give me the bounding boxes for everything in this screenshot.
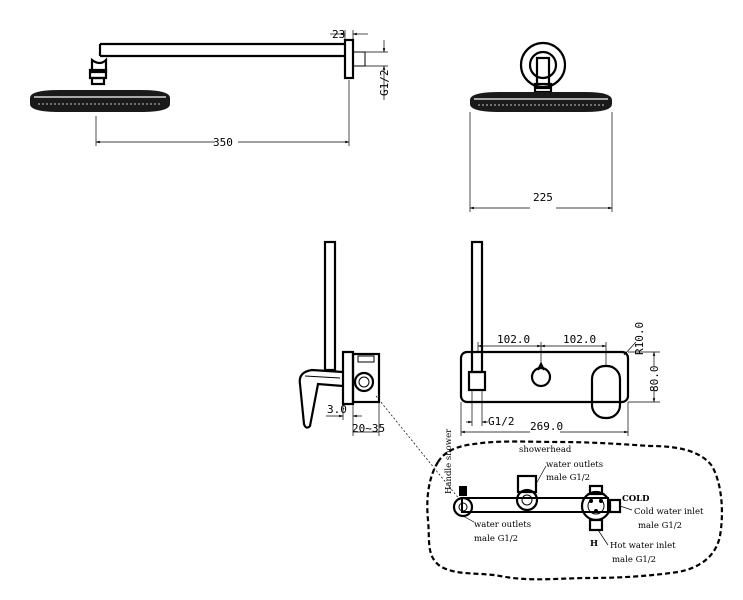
showerhead-front-view: 225	[469, 41, 613, 212]
dim-spacing-left: 102.0	[497, 333, 530, 346]
valve-detail: Handle shower showerhead water outlets m…	[426, 428, 724, 581]
dim-plate-height: 80.0	[648, 366, 661, 393]
label-hot-inlet: Hot water inlet	[610, 541, 676, 551]
label-water-outlets-bottom: water outlets	[474, 520, 531, 530]
dim-thread-bottom: G1/2	[488, 415, 515, 428]
label-handle-shower: Handle shower	[444, 428, 454, 494]
label-male-hot: male G1/2	[612, 555, 656, 565]
mixer-front-view: 102.0 102.0 R10.0 80.0 G1/2 269.0	[459, 240, 661, 436]
showerhead-side-view: 23 G1/2 350	[30, 28, 391, 149]
label-male-top: male G1/2	[546, 473, 590, 483]
label-cold: COLD	[622, 494, 650, 504]
dim-head-diameter: 225	[533, 191, 553, 204]
mixer-side-view: 3.0 20~35	[298, 240, 461, 501]
label-water-outlets-top: water outlets	[546, 460, 603, 470]
label-male-bottom: male G1/2	[474, 534, 518, 544]
dim-spacing-right: 102.0	[563, 333, 596, 346]
dim-recess-range: 20~35	[352, 422, 385, 435]
label-hot-marker: H	[590, 539, 598, 549]
label-cold-inlet: Cold water inlet	[634, 507, 704, 517]
dim-corner-radius: R10.0	[633, 322, 646, 355]
dim-arm-offset: 23	[332, 28, 345, 41]
label-showerhead: showerhead	[519, 445, 572, 455]
dim-plate-width: 269.0	[530, 420, 563, 433]
dim-thread-top: G1/2	[378, 70, 391, 97]
dim-arm-length: 350	[213, 136, 233, 149]
dim-recess-min: 3.0	[327, 403, 347, 416]
label-male-cold: male G1/2	[638, 521, 682, 531]
